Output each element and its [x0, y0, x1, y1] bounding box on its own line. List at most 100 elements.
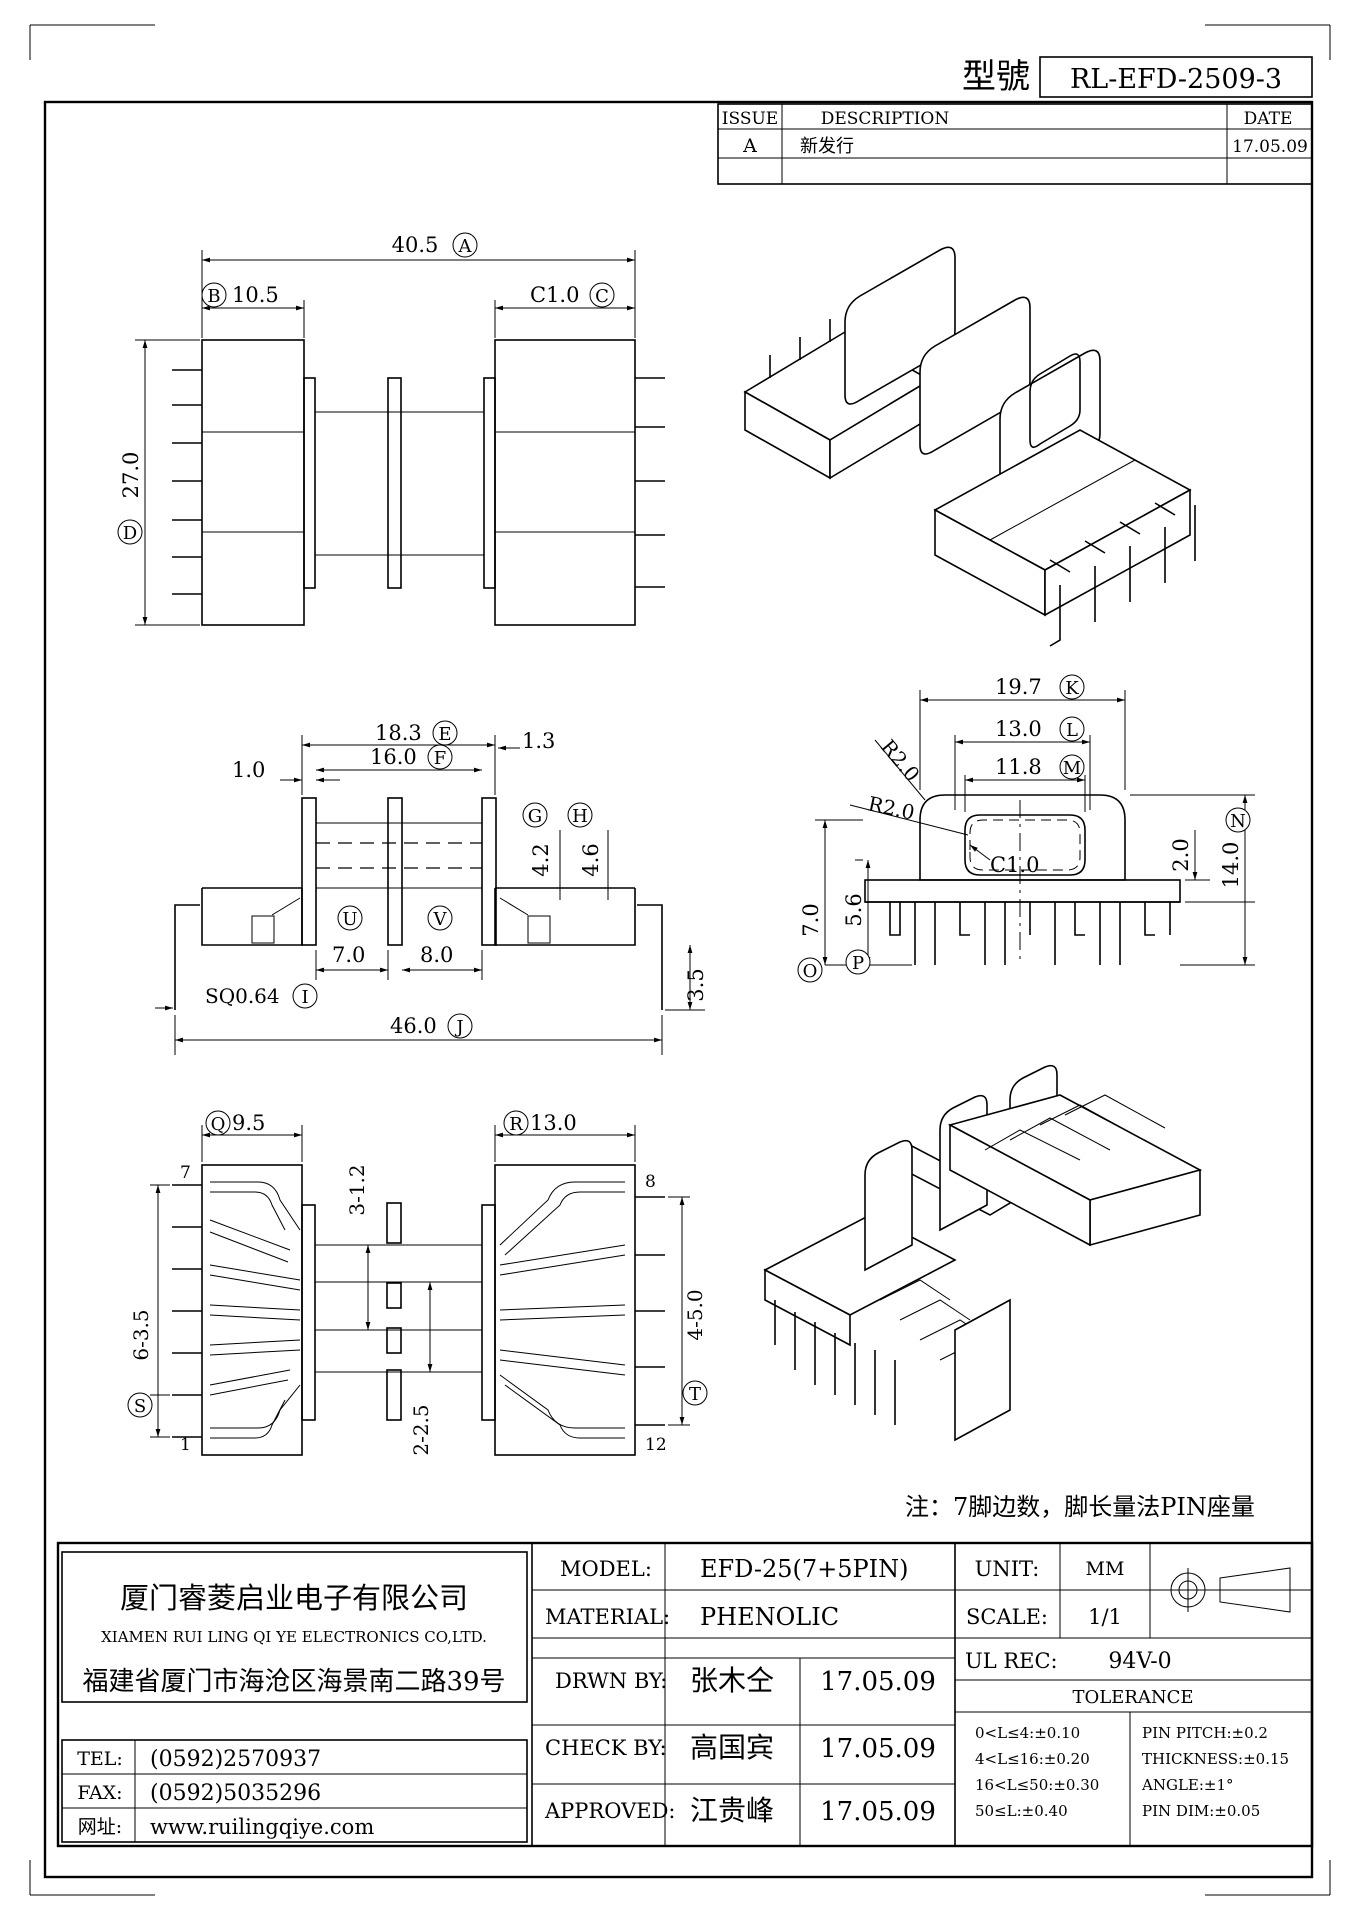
tel-label: TEL:: [77, 1748, 123, 1770]
letter-v: V: [427, 905, 453, 931]
tol-right-2: ANGLE:±1°: [1141, 1776, 1234, 1794]
pin-label-8: 8: [645, 1172, 656, 1192]
check-label: CHECK BY:: [545, 1736, 667, 1760]
front-view: 18.3 16.0 1.3 1.0 4.2 4.6 7.0 8.0 SQ0.64…: [155, 721, 708, 1055]
rev-issue: A: [742, 135, 757, 157]
letter-c: C: [589, 282, 615, 308]
drwn-label: DRWN BY:: [555, 1669, 667, 1693]
letter-h: H: [567, 802, 593, 828]
dim-n-inner: 2.0: [1169, 838, 1193, 871]
svg-text:L: L: [1066, 720, 1078, 741]
letter-j: J: [447, 1013, 473, 1039]
dim-p-value: 5.6: [842, 893, 866, 926]
company-name-en: XIAMEN RUI LING QI YE ELECTRONICS CO,LTD…: [101, 1628, 487, 1646]
letter-o: O: [797, 957, 823, 983]
company-address: 福建省厦门市海沧区海景南二路39号: [82, 1667, 505, 1697]
svg-text:E: E: [438, 724, 451, 745]
dim-f-value: 16.0: [370, 745, 417, 769]
rev-header-issue: ISSUE: [722, 109, 778, 129]
tolerance-title: TOLERANCE: [1072, 1687, 1193, 1708]
rev-header-description: DESCRIPTION: [821, 109, 950, 129]
model-label: 型號: [962, 57, 1030, 97]
svg-text:T: T: [689, 1384, 701, 1405]
company-name-cn: 厦门睿菱启业电子有限公司: [120, 1581, 468, 1615]
letter-e: E: [432, 720, 458, 746]
svg-text:P: P: [852, 953, 864, 974]
scale-value: 1/1: [1088, 1605, 1122, 1629]
pin-label-7: 7: [180, 1163, 191, 1183]
letter-r: R: [503, 1110, 529, 1136]
dim-gap-bottom: 2-2.5: [409, 1404, 433, 1455]
approved-date: 17.05.09: [820, 1797, 936, 1827]
dim-e-value: 18.3: [375, 721, 422, 745]
svg-text:G: G: [528, 806, 542, 827]
svg-text:H: H: [572, 806, 588, 827]
model-field-label: MODEL:: [560, 1557, 652, 1581]
rev-date: 17.05.09: [1232, 137, 1308, 157]
model-number: RL-EFD-2509-3: [1070, 64, 1282, 95]
bottom-view: 9.5 13.0 6-3.5 4-5.0 3-1.2 2-2.5 7 1 8 1…: [129, 1111, 707, 1456]
letter-f: F: [427, 744, 453, 770]
dim-r-inner: R2.0: [866, 791, 917, 824]
tol-left-3: 50≤L:±0.40: [975, 1802, 1068, 1820]
material-field-value: PHENOLIC: [700, 1603, 839, 1631]
title-block: 厦门睿菱启业电子有限公司 XIAMEN RUI LING QI YE ELECT…: [56, 1541, 1314, 1848]
tol-right-0: PIN PITCH:±0.2: [1142, 1724, 1268, 1742]
end-view: 19.7 13.0 11.8 14.0 2.0 R2.0 R2.0 C1.0 7…: [799, 675, 1255, 966]
web-label: 网址:: [78, 1816, 122, 1838]
svg-text:D: D: [123, 523, 137, 544]
isometric-view-bottom: [763, 1064, 1203, 1442]
dim-l-value: 13.0: [995, 717, 1042, 741]
svg-text:B: B: [207, 286, 220, 307]
dim-c-value: C1.0: [530, 283, 579, 307]
rev-header-date: DATE: [1244, 109, 1293, 129]
svg-text:N: N: [1230, 811, 1246, 832]
svg-text:M: M: [1063, 758, 1081, 779]
letter-n: N: [1225, 807, 1251, 833]
dim-o-value: 7.0: [799, 903, 823, 936]
svg-text:K: K: [1065, 678, 1079, 699]
fax-label: FAX:: [77, 1782, 122, 1804]
letter-b: B: [201, 282, 227, 308]
top-view: 40.5 10.5 C1.0 27.0: [119, 233, 665, 626]
drawing-border: [43, 100, 1314, 1879]
svg-text:F: F: [434, 748, 447, 769]
rev-description: 新发行: [800, 136, 854, 157]
fax-value: (0592)5035296: [150, 1781, 321, 1806]
unit-value: MM: [1086, 1558, 1125, 1580]
check-name: 高国宾: [690, 1731, 774, 1764]
svg-text:U: U: [342, 909, 357, 930]
svg-text:S: S: [134, 1396, 146, 1417]
dim-h-value: 4.6: [579, 843, 603, 876]
unit-label: UNIT:: [975, 1557, 1040, 1581]
dim-n-value: 14.0: [1219, 842, 1243, 889]
dim-a-value: 40.5: [392, 233, 439, 257]
web-value: www.ruilingqiye.com: [150, 1815, 374, 1839]
approved-name: 江贵峰: [690, 1794, 774, 1827]
tol-right-1: THICKNESS:±0.15: [1142, 1750, 1289, 1768]
svg-text:C: C: [595, 286, 609, 307]
dim-t-pitch: 4-5.0: [683, 1289, 707, 1340]
drwn-name: 张木仝: [690, 1664, 774, 1697]
svg-text:V: V: [433, 909, 448, 930]
dim-u-value: 7.0: [332, 943, 365, 967]
pin-label-12: 12: [645, 1435, 667, 1455]
svg-text:A: A: [458, 236, 473, 257]
dim-m-value: 11.8: [995, 755, 1042, 779]
letter-l: L: [1059, 716, 1085, 742]
scale-label: SCALE:: [966, 1605, 1048, 1629]
letter-d: D: [117, 519, 143, 545]
dim-v-value: 8.0: [420, 943, 453, 967]
isometric-view-top: [743, 246, 1196, 647]
svg-text:O: O: [803, 961, 818, 982]
ul-value: 94V-0: [1108, 1649, 1171, 1674]
tol-left-2: 16<L≤50:±0.30: [975, 1776, 1099, 1794]
header-model: 型號 RL-EFD-2509-3: [962, 56, 1313, 98]
letter-u: U: [337, 905, 363, 931]
letter-k: K: [1059, 674, 1085, 700]
letter-i: I: [292, 983, 318, 1009]
revision-table: ISSUE DESCRIPTION DATE A 新发行 17.05.09: [717, 103, 1313, 185]
drwn-date: 17.05.09: [820, 1667, 936, 1697]
dim-b-value: 10.5: [232, 283, 279, 307]
